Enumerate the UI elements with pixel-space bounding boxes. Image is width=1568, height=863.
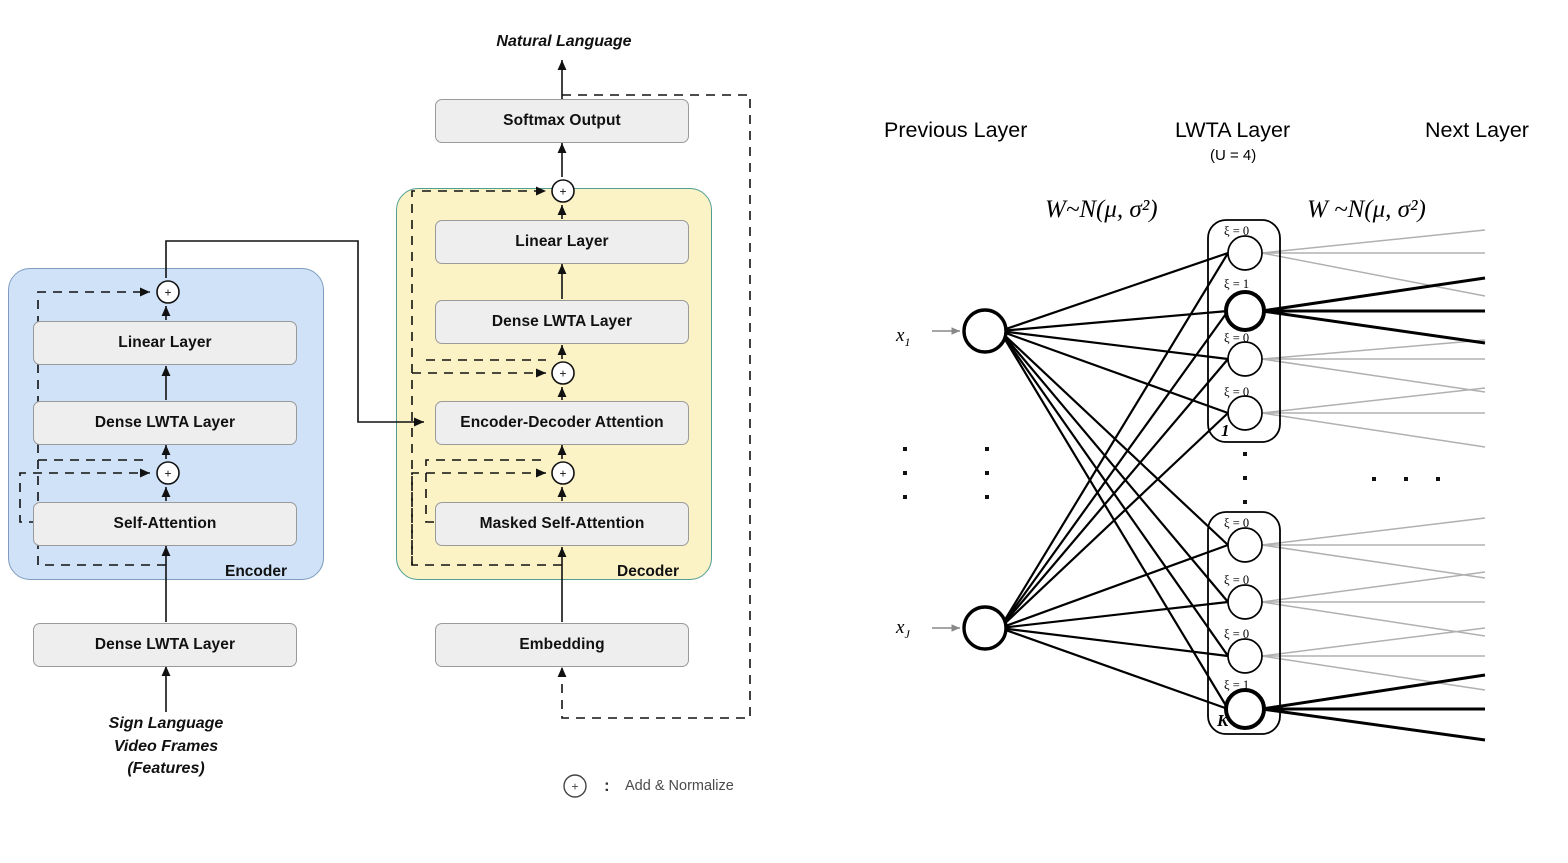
loser-output-edges bbox=[1261, 229, 1486, 691]
lwta-block-dot-2 bbox=[1243, 476, 1247, 480]
winner-output-edges bbox=[1261, 276, 1486, 742]
weight-formula-left: W~N(μ, σ²) bbox=[1045, 196, 1158, 223]
sign-language-input-label: Sign Language Video Frames (Features) bbox=[46, 713, 286, 781]
lwta-unit-K-2 bbox=[1227, 584, 1263, 620]
lwta-unit-1-1 bbox=[1227, 235, 1263, 271]
add-normalize-icon bbox=[563, 774, 587, 798]
lwta-block-K-container bbox=[1207, 511, 1281, 735]
softmax-output-box[interactable]: Softmax Output bbox=[435, 99, 689, 143]
legend-label: Add & Normalize bbox=[625, 778, 734, 794]
input-dot-1 bbox=[903, 447, 907, 451]
decoder-linear-layer-box[interactable]: Linear Layer bbox=[435, 220, 689, 264]
lwta-unit-K-1 bbox=[1227, 527, 1263, 563]
next-layer-dot-3 bbox=[1436, 477, 1440, 481]
encoder-panel-label: Encoder bbox=[225, 563, 288, 580]
lwta-unit-K-4-winner bbox=[1224, 688, 1266, 730]
input-dot-3 bbox=[903, 495, 907, 499]
xi-label-1-1: ξ = 0 bbox=[1224, 224, 1250, 238]
add-normalize-nodes: + + + + + bbox=[156, 179, 575, 485]
encoder-dense-lwta-layer-box[interactable]: Dense LWTA Layer bbox=[33, 401, 297, 445]
decoder-embedding-box[interactable]: Embedding bbox=[435, 623, 689, 667]
lwta-block-dot-1 bbox=[1243, 452, 1247, 456]
lwta-unit-1-3 bbox=[1227, 341, 1263, 377]
lwta-layer-header: LWTA Layer bbox=[1175, 118, 1291, 142]
input-label-line-1: Sign Language bbox=[108, 715, 224, 732]
decoder-encoder-decoder-attention-box[interactable]: Encoder-Decoder Attention bbox=[435, 401, 689, 445]
encoder-self-attention-box[interactable]: Self-Attention bbox=[33, 502, 297, 546]
lwta-layer-subheader: (U = 4) bbox=[1210, 147, 1257, 164]
input-dot-2 bbox=[903, 471, 907, 475]
input-neuron-x1 bbox=[962, 308, 1008, 354]
legend-separator: : bbox=[604, 776, 610, 795]
lwta-block-1-container bbox=[1207, 219, 1281, 443]
neuron-dot-1 bbox=[985, 447, 989, 451]
xi-label-1-4: ξ = 0 bbox=[1224, 385, 1250, 399]
next-layer-dot-1 bbox=[1372, 477, 1376, 481]
next-layer-header: Next Layer bbox=[1425, 118, 1529, 142]
xi-label-K-1: ξ = 0 bbox=[1224, 516, 1250, 530]
next-layer-dot-2 bbox=[1404, 477, 1408, 481]
previous-layer-header: Previous Layer bbox=[884, 118, 1028, 142]
lwta-block-K-name: K bbox=[1217, 711, 1229, 730]
neuron-dot-2 bbox=[985, 471, 989, 475]
natural-language-label: Natural Language bbox=[496, 33, 632, 50]
xi-label-1-2: ξ = 1 bbox=[1224, 277, 1250, 291]
input-neuron-xJ bbox=[962, 605, 1008, 651]
neuron-dot-3 bbox=[985, 495, 989, 499]
input-label-line-2: Video Frames bbox=[113, 737, 219, 755]
lwta-unit-K-3 bbox=[1227, 638, 1263, 674]
svg-text:+: + bbox=[559, 467, 566, 481]
decoder-panel-label: Decoder bbox=[617, 563, 680, 580]
lwta-block-dot-3 bbox=[1243, 500, 1247, 504]
weight-formula-right: W ~N(μ, σ²) bbox=[1307, 196, 1426, 223]
svg-text:+: + bbox=[164, 467, 171, 481]
lwta-unit-1-4 bbox=[1227, 395, 1263, 431]
encoder-linear-layer-box[interactable]: Linear Layer bbox=[33, 321, 297, 365]
svg-text:+: + bbox=[571, 780, 578, 794]
input-label-line-3: (Features) bbox=[127, 760, 205, 778]
svg-text:+: + bbox=[559, 185, 566, 199]
decoder-masked-self-attention-box[interactable]: Masked Self-Attention bbox=[435, 502, 689, 546]
encoder-input-dense-lwta-box[interactable]: Dense LWTA Layer bbox=[33, 623, 297, 667]
input-label-x1: x1 bbox=[896, 325, 911, 349]
input-label-xJ: xJ bbox=[896, 617, 910, 641]
lwta-block-1-name: 1 bbox=[1221, 421, 1230, 440]
xi-label-1-3: ξ = 0 bbox=[1224, 331, 1250, 345]
lwta-unit-1-2-winner bbox=[1224, 290, 1266, 332]
xi-label-K-2: ξ = 0 bbox=[1224, 573, 1250, 587]
decoder-dense-lwta-layer-box[interactable]: Dense LWTA Layer bbox=[435, 300, 689, 344]
svg-text:+: + bbox=[559, 367, 566, 381]
xi-label-K-3: ξ = 0 bbox=[1224, 627, 1250, 641]
svg-text:+: + bbox=[164, 286, 171, 300]
input-to-lwta-edges bbox=[999, 251, 1229, 711]
xi-label-K-4: ξ = 1 bbox=[1224, 678, 1250, 692]
